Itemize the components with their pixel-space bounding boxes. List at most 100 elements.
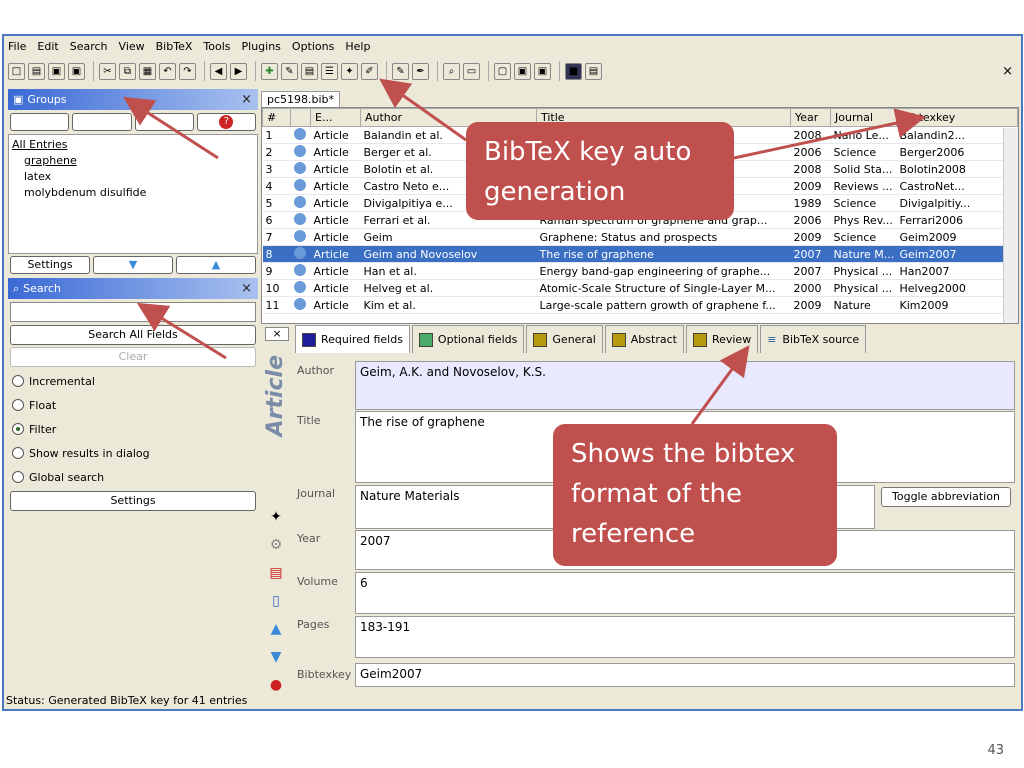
table-scrollbar[interactable] [1003, 128, 1018, 323]
table-cell: 6 [262, 211, 291, 229]
copy-icon[interactable]: ⧉ [119, 62, 136, 80]
theme-icon[interactable]: ■ [565, 62, 582, 80]
table-cell: Article [310, 143, 361, 161]
table-cell: Article [310, 296, 361, 314]
autogen-key-icon[interactable]: ✦ [270, 509, 282, 525]
edit-entry-icon[interactable]: ✎ [281, 62, 298, 80]
paste-icon[interactable]: ▦ [139, 62, 156, 80]
tab-review[interactable]: Review [685, 325, 759, 353]
groups-title: Groups [27, 93, 67, 106]
menu-plugins[interactable]: Plugins [241, 39, 281, 53]
field-bibtexkey[interactable]: Geim2007 [355, 663, 1015, 687]
menu-tools[interactable]: Tools [203, 39, 231, 53]
group-latex[interactable]: latex [24, 170, 52, 183]
option-global-search[interactable]: Global search [8, 465, 258, 489]
close-editor-icon[interactable]: × [265, 327, 289, 341]
menu-search[interactable]: Search [69, 39, 108, 53]
redo-icon[interactable]: ↷ [179, 62, 196, 80]
col-bibtexkey[interactable]: Bibtexkey [896, 108, 1018, 127]
group-help-button[interactable]: ? [196, 113, 256, 131]
forward-icon[interactable]: ▶ [230, 62, 247, 80]
search-all-fields-button[interactable]: Search All Fields [10, 325, 256, 345]
autogenerate-key-icon[interactable]: ✦ [341, 62, 358, 80]
groups-settings-button[interactable]: Settings [10, 256, 90, 274]
cut-icon[interactable]: ✂ [99, 62, 116, 80]
option-filter[interactable]: Filter [8, 417, 258, 441]
col-year[interactable]: Year [790, 108, 831, 127]
close-icon[interactable]: × [1002, 64, 1013, 79]
copy-entry-icon[interactable]: ▯ [272, 593, 280, 609]
help-icon[interactable]: ● [269, 677, 283, 693]
col-number[interactable]: # [262, 108, 291, 127]
tab-optional-fields[interactable]: Optional fields [411, 325, 525, 353]
add-entry-icon[interactable]: ✚ [261, 62, 278, 80]
mark-icon[interactable]: ✎ [392, 62, 409, 80]
table-cell: CastroNet... [896, 177, 1018, 195]
table-cell: 2009 [790, 177, 831, 195]
window2-icon[interactable]: ▣ [514, 62, 531, 80]
save-icon[interactable]: ▣ [48, 62, 65, 80]
open-icon[interactable]: ▤ [28, 62, 45, 80]
undo-icon[interactable]: ↶ [159, 62, 176, 80]
preview-icon[interactable]: ▤ [301, 62, 318, 80]
window3-icon[interactable]: ▣ [534, 62, 551, 80]
export-icon[interactable]: ▤ [585, 62, 602, 80]
search-toolbar-icon[interactable]: ⌕ [443, 62, 460, 80]
group-graphene[interactable]: graphene [24, 154, 77, 167]
search-input[interactable] [10, 302, 256, 322]
menu-edit[interactable]: Edit [37, 39, 59, 53]
tab-required-fields[interactable]: Required fields [295, 325, 410, 353]
group-molybdenum[interactable]: molybdenum disulfide [24, 186, 147, 199]
menu-file[interactable]: File [8, 39, 27, 53]
refresh-group-button[interactable] [72, 113, 132, 131]
col-icon[interactable] [290, 108, 311, 127]
group-all-entries[interactable]: All Entries [12, 138, 68, 151]
close-search-icon[interactable]: × [241, 281, 252, 296]
tab-abstract[interactable]: Abstract [604, 325, 684, 353]
table-cell: Article [310, 262, 361, 280]
new-file-icon[interactable]: □ [8, 62, 25, 80]
option-float[interactable]: Float [8, 393, 258, 417]
option-show-results[interactable]: Show results in dialog [8, 441, 258, 465]
col-journal[interactable]: Journal [830, 108, 897, 127]
menu-bibtex[interactable]: BibTeX [155, 39, 193, 53]
prev-entry-icon[interactable]: ▲ [270, 621, 282, 637]
close-groups-icon[interactable]: × [241, 92, 252, 107]
window-icon[interactable]: ▢ [494, 62, 511, 80]
table-cell: Han2007 [896, 262, 1018, 280]
unmark-icon[interactable]: ✒ [412, 62, 429, 80]
search-settings-button[interactable]: Settings [10, 491, 256, 511]
table-cell: Geim2007 [896, 245, 1018, 263]
settings-gear-icon[interactable]: ⚙ [269, 537, 283, 553]
menu-view[interactable]: View [118, 39, 145, 53]
tab-bibtex-source[interactable]: ≡BibTeX source [760, 325, 867, 353]
list-icon[interactable]: ☰ [321, 62, 338, 80]
pdf-icon[interactable]: ▤ [269, 565, 283, 581]
panel-icon[interactable]: ▭ [463, 62, 480, 80]
menu-options[interactable]: Options [291, 39, 335, 53]
menu-help[interactable]: Help [345, 39, 371, 53]
next-entry-icon[interactable]: ▼ [270, 649, 282, 665]
new-group-button[interactable] [10, 113, 70, 131]
option-incremental[interactable]: Incremental [8, 369, 258, 393]
clear-button[interactable]: Clear [10, 347, 256, 367]
field-volume[interactable]: 6 [355, 572, 1015, 614]
file-tab[interactable]: pc5198.bib* [261, 91, 341, 107]
field-pages[interactable]: 183-191 [355, 616, 1015, 658]
save-all-icon[interactable]: ▣ [68, 62, 85, 80]
entry-type-label: Article [263, 355, 288, 437]
col-entrytype[interactable]: E... [310, 108, 361, 127]
back-icon[interactable]: ◀ [210, 62, 227, 80]
cleanup-icon[interactable]: ✐ [361, 62, 378, 80]
tab-general[interactable]: General [526, 325, 603, 353]
field-author[interactable]: Geim, A.K. and Novoselov, K.S. [355, 361, 1015, 410]
group-settings-button[interactable] [134, 113, 194, 131]
move-down-button[interactable]: ▼ [93, 256, 173, 274]
move-up-button[interactable]: ▲ [176, 256, 256, 274]
toggle-abbreviation-button[interactable]: Toggle abbreviation [881, 487, 1011, 507]
